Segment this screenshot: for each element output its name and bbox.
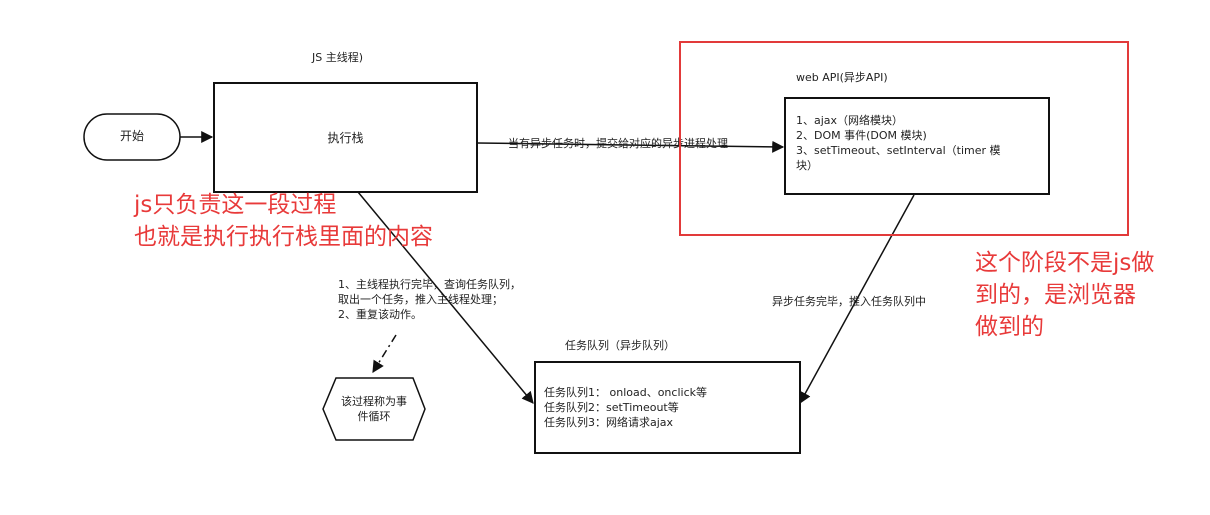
web-api-item: 块） [796,159,818,172]
js-annotation-line: 也就是执行执行栈里面的内容 [134,224,433,250]
browser-annotation-line: 这个阶段不是js做 [975,250,1155,276]
task-queue-item: 任务队列3：网络请求ajax [544,416,674,429]
main-loop-description: 1、主线程执行完毕，查询任务队列， 取出一个任务，推入主线程处理； 2、重复该动… [338,277,521,322]
main-thread-title: JS 主线程) [312,51,364,64]
web-api-box: 1、ajax（网络模块） 2、DOM 事件(DOM 模块) 3、setTimeo… [784,97,1050,195]
browser-annotation-line: 到的，是浏览器 [975,282,1136,308]
start-terminator-shape [83,113,181,161]
event-loop-hexagon [322,377,426,441]
web-api-item: 1、ajax（网络模块） [796,114,904,127]
task-queue-item: 任务队列2：setTimeout等 [544,401,679,414]
arrow-stack-to-queue [357,191,534,404]
js-annotation: js只负责这一段过程 也就是执行执行栈里面的内容 [134,189,433,253]
edge-label-to-queue: 异步任务完毕，推入任务队列中 [772,295,926,308]
main-loop-line: 1、主线程执行完毕，查询任务队列， [338,278,521,291]
web-api-item: 2、DOM 事件(DOM 模块) [796,129,927,142]
edge-label-to-web-api: 当有异步任务时，提交给对应的异步进程处理 [508,137,728,150]
web-api-title: web API(异步API) [796,71,888,84]
execution-stack-box: 执行栈 [213,82,478,193]
browser-annotation: 这个阶段不是js做 到的，是浏览器 做到的 [975,247,1154,343]
main-loop-line: 2、重复该动作。 [338,308,422,321]
web-api-list: 1、ajax（网络模块） 2、DOM 事件(DOM 模块) 3、setTimeo… [796,113,1001,173]
task-queue-list: 任务队列1： onload、onclick等 任务队列2：setTimeout等… [544,385,707,430]
task-queue-item: 任务队列1： onload、onclick等 [544,386,707,399]
task-queue-box: 任务队列1： onload、onclick等 任务队列2：setTimeout等… [534,361,801,454]
event-loop-line: 该过程称为事 [341,395,407,408]
task-queue-title: 任务队列（异步队列） [565,339,675,352]
start-label: 开始 [119,129,144,143]
event-loop-label: 该过程称为事 件循环 [323,394,425,424]
arrow-event-loop-dashed [372,334,397,374]
event-loop-line: 件循环 [357,410,391,423]
arrow-stack-to-web-api [476,140,785,153]
js-annotation-line: js只负责这一段过程 [134,192,337,218]
execution-stack-label: 执行栈 [327,131,364,145]
main-loop-line: 取出一个任务，推入主线程处理； [338,293,503,306]
web-api-highlight-box [679,41,1129,236]
arrow-web-api-to-queue [799,194,915,405]
web-api-item: 3、setTimeout、setInterval（timer 模 [796,144,1001,157]
browser-annotation-line: 做到的 [975,314,1044,340]
